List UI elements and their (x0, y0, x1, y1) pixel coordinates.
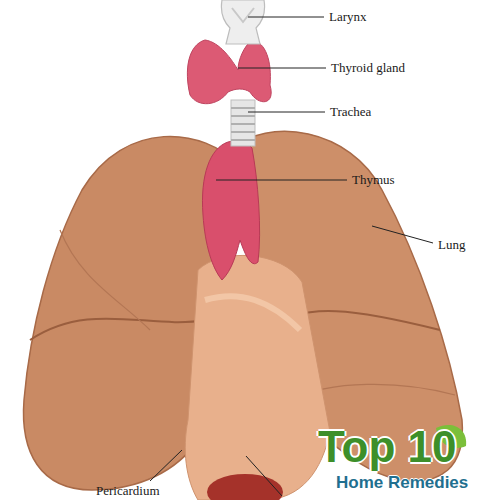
lung-fissure (60, 230, 150, 330)
thymus (202, 141, 259, 280)
part-label: Thyroid gland (331, 60, 405, 75)
larynx-detail (232, 8, 254, 22)
part-label: Pericardium (96, 483, 160, 498)
heart-apex (207, 474, 283, 500)
lung-fissure (30, 318, 205, 340)
part-label: Lung (438, 237, 465, 252)
watermark: Top 10 (318, 424, 457, 470)
trachea (231, 100, 255, 146)
watermark: Home Remedies (336, 473, 468, 492)
trachea-rings (231, 108, 255, 140)
larynx (221, 0, 264, 44)
part-label: Trachea (330, 104, 371, 119)
pericardium-highlight (205, 296, 300, 330)
pericardium (185, 255, 330, 500)
thyroid-gland (187, 40, 271, 104)
part-label: Thymus (352, 172, 395, 187)
part-label: Larynx (329, 9, 367, 24)
